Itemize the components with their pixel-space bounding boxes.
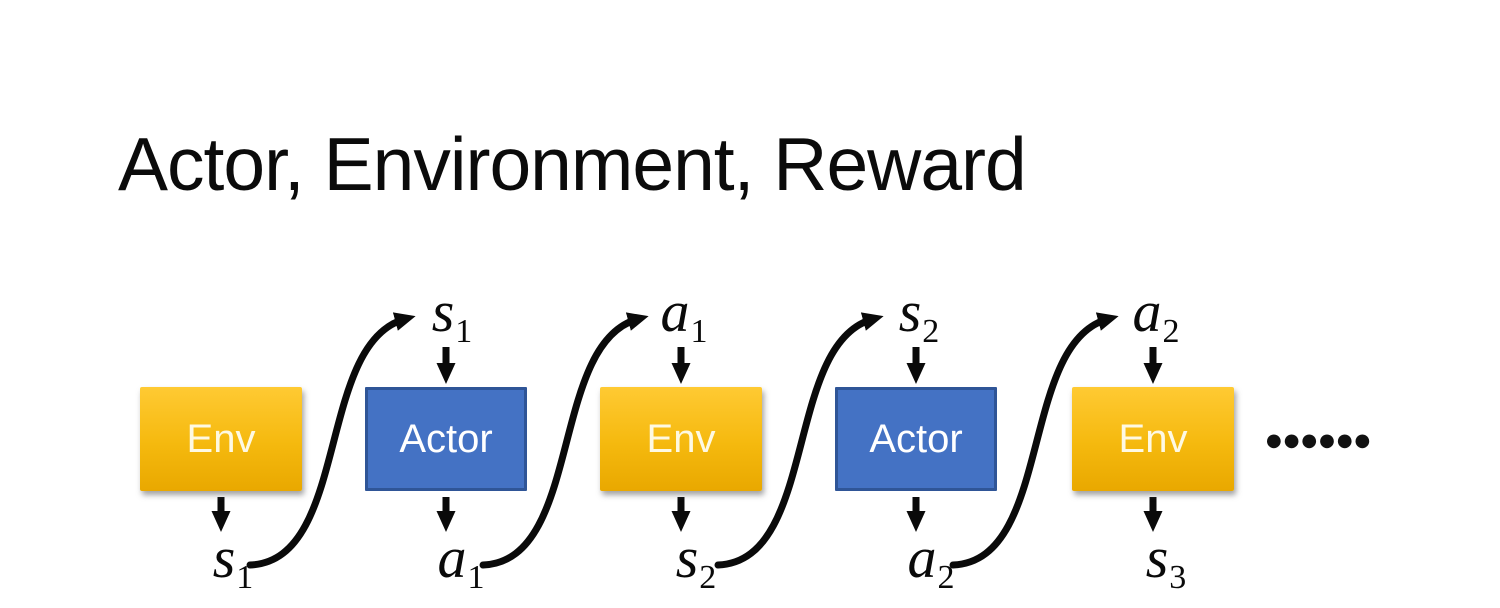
top-label-s2-base: s <box>898 279 922 344</box>
bottom-label-s1-sub: 1 <box>236 559 254 596</box>
top-label-s2-sub: 2 <box>922 313 940 350</box>
actor-box-2-label: Actor <box>869 417 963 461</box>
actor-box-1-label: Actor <box>399 417 493 461</box>
bottom-label-s2-sub: 2 <box>699 559 717 596</box>
env-box-3: Env <box>1072 387 1234 491</box>
bottom-label-a2: a2 <box>908 529 955 595</box>
bottom-label-s3: s3 <box>1146 529 1187 595</box>
top-label-a1-base: a <box>660 279 690 344</box>
env-box-2: Env <box>600 387 762 491</box>
bottom-label-s3-base: s <box>1145 525 1169 590</box>
top-label-s2: s2 <box>899 283 940 349</box>
page-title: Actor, Environment, Reward <box>118 122 1027 206</box>
continuation-dots: ●●●●●● <box>1266 430 1373 451</box>
top-label-a1: a1 <box>661 283 708 349</box>
actor-box-1: Actor <box>365 387 527 491</box>
env-box-1: Env <box>140 387 302 491</box>
top-label-a2-base: a <box>1132 279 1162 344</box>
bottom-label-s1-base: s <box>212 525 236 590</box>
top-label-s1: s1 <box>432 283 473 349</box>
bottom-label-s1: s1 <box>213 529 254 595</box>
bottom-label-s2-base: s <box>675 525 699 590</box>
top-label-s1-sub: 1 <box>455 313 473 350</box>
bottom-label-s3-sub: 3 <box>1169 559 1187 596</box>
top-label-a2-sub: 2 <box>1162 313 1180 350</box>
bottom-label-a1-base: a <box>437 525 467 590</box>
env-box-3-label: Env <box>1118 417 1188 461</box>
env-box-2-label: Env <box>646 417 716 461</box>
bottom-label-s2: s2 <box>676 529 717 595</box>
top-label-a1-sub: 1 <box>690 313 708 350</box>
bottom-label-a1-sub: 1 <box>467 559 485 596</box>
bottom-label-a2-sub: 2 <box>937 559 955 596</box>
actor-box-2: Actor <box>835 387 997 491</box>
top-label-a2: a2 <box>1133 283 1180 349</box>
top-label-s1-base: s <box>431 279 455 344</box>
env-box-1-label: Env <box>186 417 256 461</box>
bottom-label-a2-base: a <box>907 525 937 590</box>
bottom-label-a1: a1 <box>438 529 485 595</box>
